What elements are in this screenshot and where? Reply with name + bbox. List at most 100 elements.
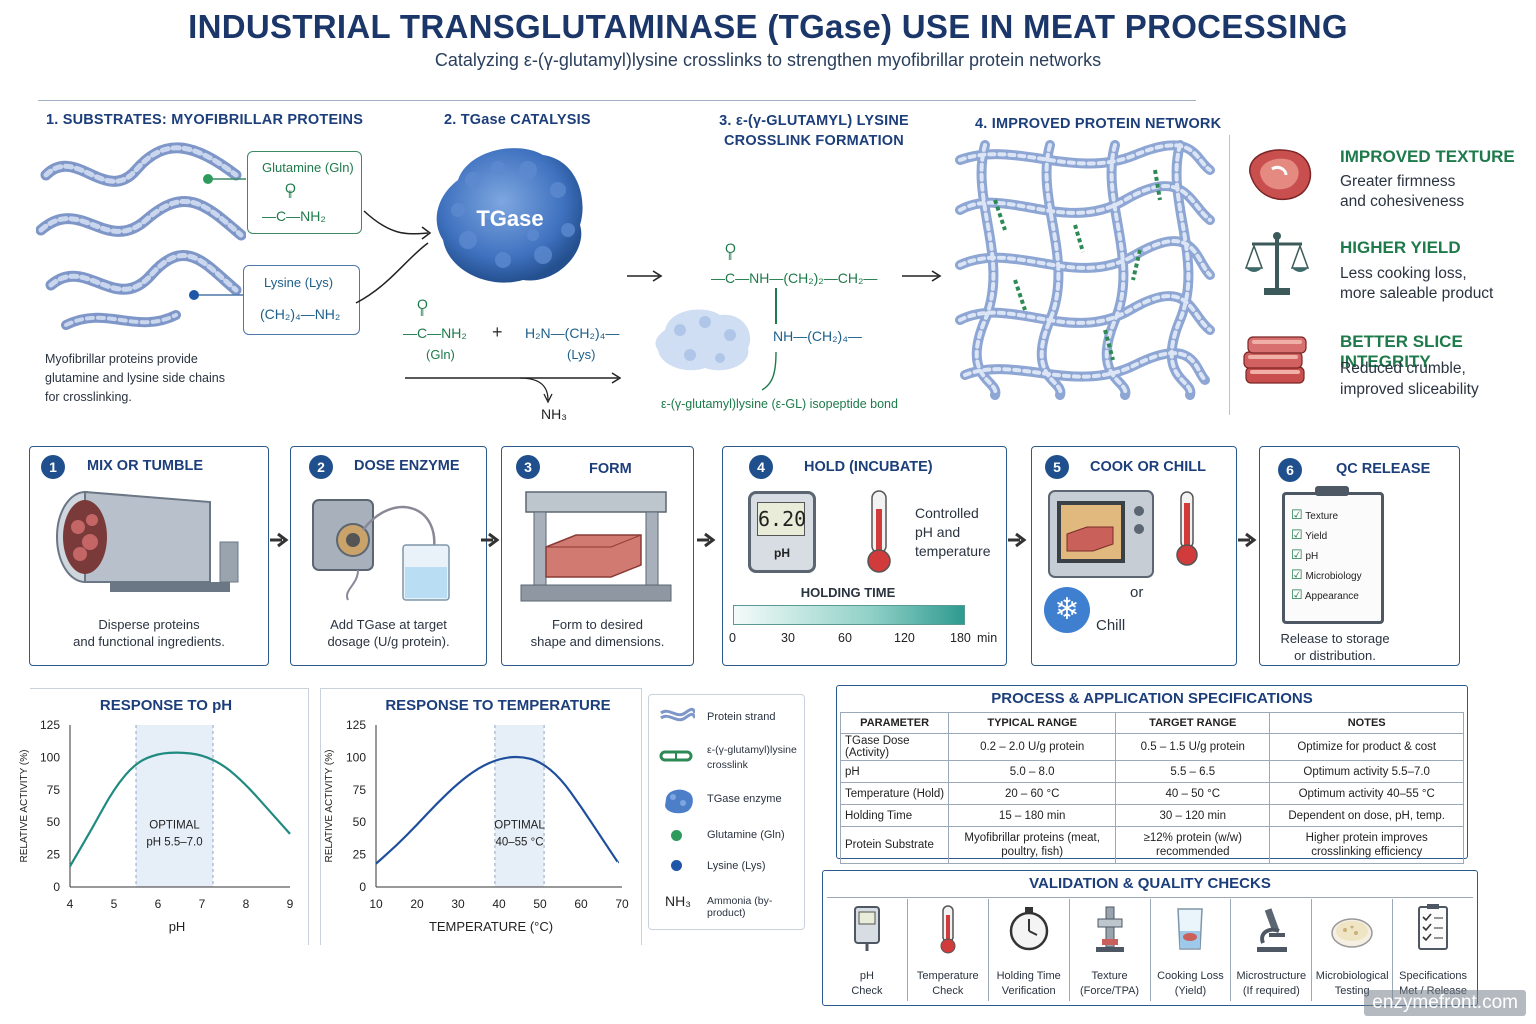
product-line-1: —C—NH—(CH₂)₂—CH₂— [711, 270, 878, 286]
table-cell: 15 – 180 min [948, 804, 1117, 827]
petri-dish-icon [1331, 918, 1373, 948]
legend-panel: Protein strand ε-(γ-glutamyl)lysine cros… [648, 694, 805, 930]
substrates-note: Myofibrillar proteins provide glutamine … [45, 352, 225, 404]
x-tick-label: 7 [199, 897, 206, 911]
table-cell: ≥12% protein (w/w) recommended [1115, 826, 1271, 864]
y-axis-label: RELATIVE ACTIVITY (%) [324, 750, 335, 863]
validation-sublabel: Testing [1334, 985, 1370, 997]
glutamine-oxygen: O [285, 180, 296, 196]
step-form: 3 FORM Form to desired shape and dimensi… [501, 446, 694, 666]
hold-desc-2: pH and [915, 524, 961, 540]
table-row: TGase Dose (Activity)0.2 – 2.0 U/g prote… [839, 733, 1464, 761]
enzyme-label: TGase [476, 206, 543, 231]
y-tick-label: 50 [353, 815, 367, 829]
validation-label: pH [859, 970, 874, 982]
step-desc-2: and functional ingredients. [73, 634, 225, 649]
hold-desc-1: Controlled [915, 505, 979, 521]
validation-label: Texture [1091, 970, 1128, 982]
y-tick-label: 25 [353, 848, 367, 862]
step-arrow-1 [270, 532, 289, 548]
product-oxygen: O [725, 240, 736, 256]
optimal-annotation: OPTIMAL [494, 820, 545, 832]
holding-tick-180: 180 [950, 631, 971, 645]
checkbox-checked-icon: ☑ [1291, 507, 1303, 522]
y-tick-label: 125 [40, 718, 60, 732]
benefit-title-2: BETTER SLICE INTEGRITY [1340, 332, 1463, 371]
spec-header-cell: PARAMETER [839, 712, 950, 734]
step-title: HOLD (INCUBATE) [804, 459, 933, 475]
product-bond-line [775, 288, 777, 324]
reaction-oxygen: O [417, 296, 428, 312]
validation-item: Cooking Loss(Yield) [1151, 899, 1232, 1001]
thermometer-icon [940, 905, 956, 954]
validation-sublabel: (If required) [1242, 985, 1300, 997]
step-desc-1: Form to desired [551, 617, 644, 632]
enzyme-icon [665, 789, 693, 814]
x-axis-label: pH [169, 919, 186, 934]
protein-strand-icon [660, 707, 695, 722]
benefit-desc-2-1: Reduced crumble, [1340, 360, 1466, 377]
cook-thermometer-icon [1176, 491, 1198, 566]
x-tick-label: 10 [369, 897, 383, 911]
qc-item: ☑ Texture [1291, 507, 1339, 522]
legend-label-1: ε-(γ-glutamyl)lysine crosslink [707, 744, 797, 771]
benefits-divider [1229, 135, 1230, 415]
dosing-pump-icon [312, 499, 450, 601]
validation-sublabel: (Force/TPA) [1080, 985, 1140, 997]
spec-header-cell: TARGET RANGE [1115, 712, 1271, 734]
table-cell: 20 – 60 °C [948, 782, 1117, 805]
hold-desc-3: temperature [915, 543, 991, 559]
optimal-range-annotation: pH 5.5–7.0 [146, 837, 202, 849]
checkbox-checked-icon: ☑ [1291, 567, 1303, 582]
step-dose-enzyme: 2 DOSE ENZYME Add TGase at target dosage… [290, 446, 487, 666]
y-tick-label: 0 [53, 880, 60, 894]
step-arrow-4 [1008, 532, 1027, 548]
glutamine-label-box: Glutamine (Gln) O ‖ —C—NH₂ [247, 151, 362, 234]
spec-table-panel: PROCESS & APPLICATION SPECIFICATIONS PAR… [836, 685, 1468, 864]
microscope-icon [1257, 908, 1288, 952]
reaction-glutamine: —C—NH₂ [403, 325, 467, 341]
checkbox-checked-icon: ☑ [1291, 547, 1303, 562]
table-cell: Higher protein improves crosslinking eff… [1269, 826, 1464, 864]
qc-item: ☑ Microbiology [1291, 567, 1362, 582]
checkbox-checked-icon: ☑ [1291, 527, 1303, 542]
holding-tick-unit: min [977, 631, 998, 645]
step-title: FORM [589, 461, 632, 477]
y-tick-label: 0 [359, 880, 366, 894]
substrates-title: 1. SUBSTRATES: MYOFIBRILLAR PROTEINS [46, 112, 364, 128]
x-tick-label: 50 [533, 897, 547, 911]
y-tick-label: 25 [47, 848, 61, 862]
step-arrow-3 [697, 532, 716, 548]
step-mix-tumble: 1 MIX OR TUMBLE Disperse proteins and fu… [29, 446, 269, 666]
table-cell: Optimum activity 5.5–7.0 [1269, 760, 1464, 783]
crosslink-icon [659, 750, 693, 762]
validation-divider [827, 897, 1473, 898]
snowflake-icon: ❄ [1044, 587, 1090, 633]
x-tick-label: 40 [492, 897, 506, 911]
step-number: 4 [749, 455, 773, 479]
validation-item: Microstructure(If required) [1231, 899, 1313, 1001]
validation-title: VALIDATION & QUALITY CHECKS [1029, 875, 1271, 892]
legend-label-4: Lysine (Lys) [707, 860, 766, 872]
temp-chart-frame [320, 688, 642, 945]
chart-title: RESPONSE TO TEMPERATURE [385, 697, 610, 714]
reaction-lysine-tag: (Lys) [567, 347, 596, 362]
table-cell: pH [839, 760, 950, 783]
table-cell: Optimum activity 40–55 °C [1269, 782, 1464, 805]
product-double-bond: ‖ [728, 252, 733, 263]
glutamine-double-bond: ‖ [288, 190, 293, 201]
step-title: QC RELEASE [1336, 461, 1431, 477]
glutamine-structure: —C—NH₂ [262, 208, 326, 224]
crosslink-title-2: CROSSLINK FORMATION [724, 133, 904, 149]
checklist-icon [1418, 904, 1449, 950]
header-divider [38, 100, 1196, 101]
table-cell: Myofibrillar proteins (meat, poultry, fi… [948, 826, 1117, 864]
